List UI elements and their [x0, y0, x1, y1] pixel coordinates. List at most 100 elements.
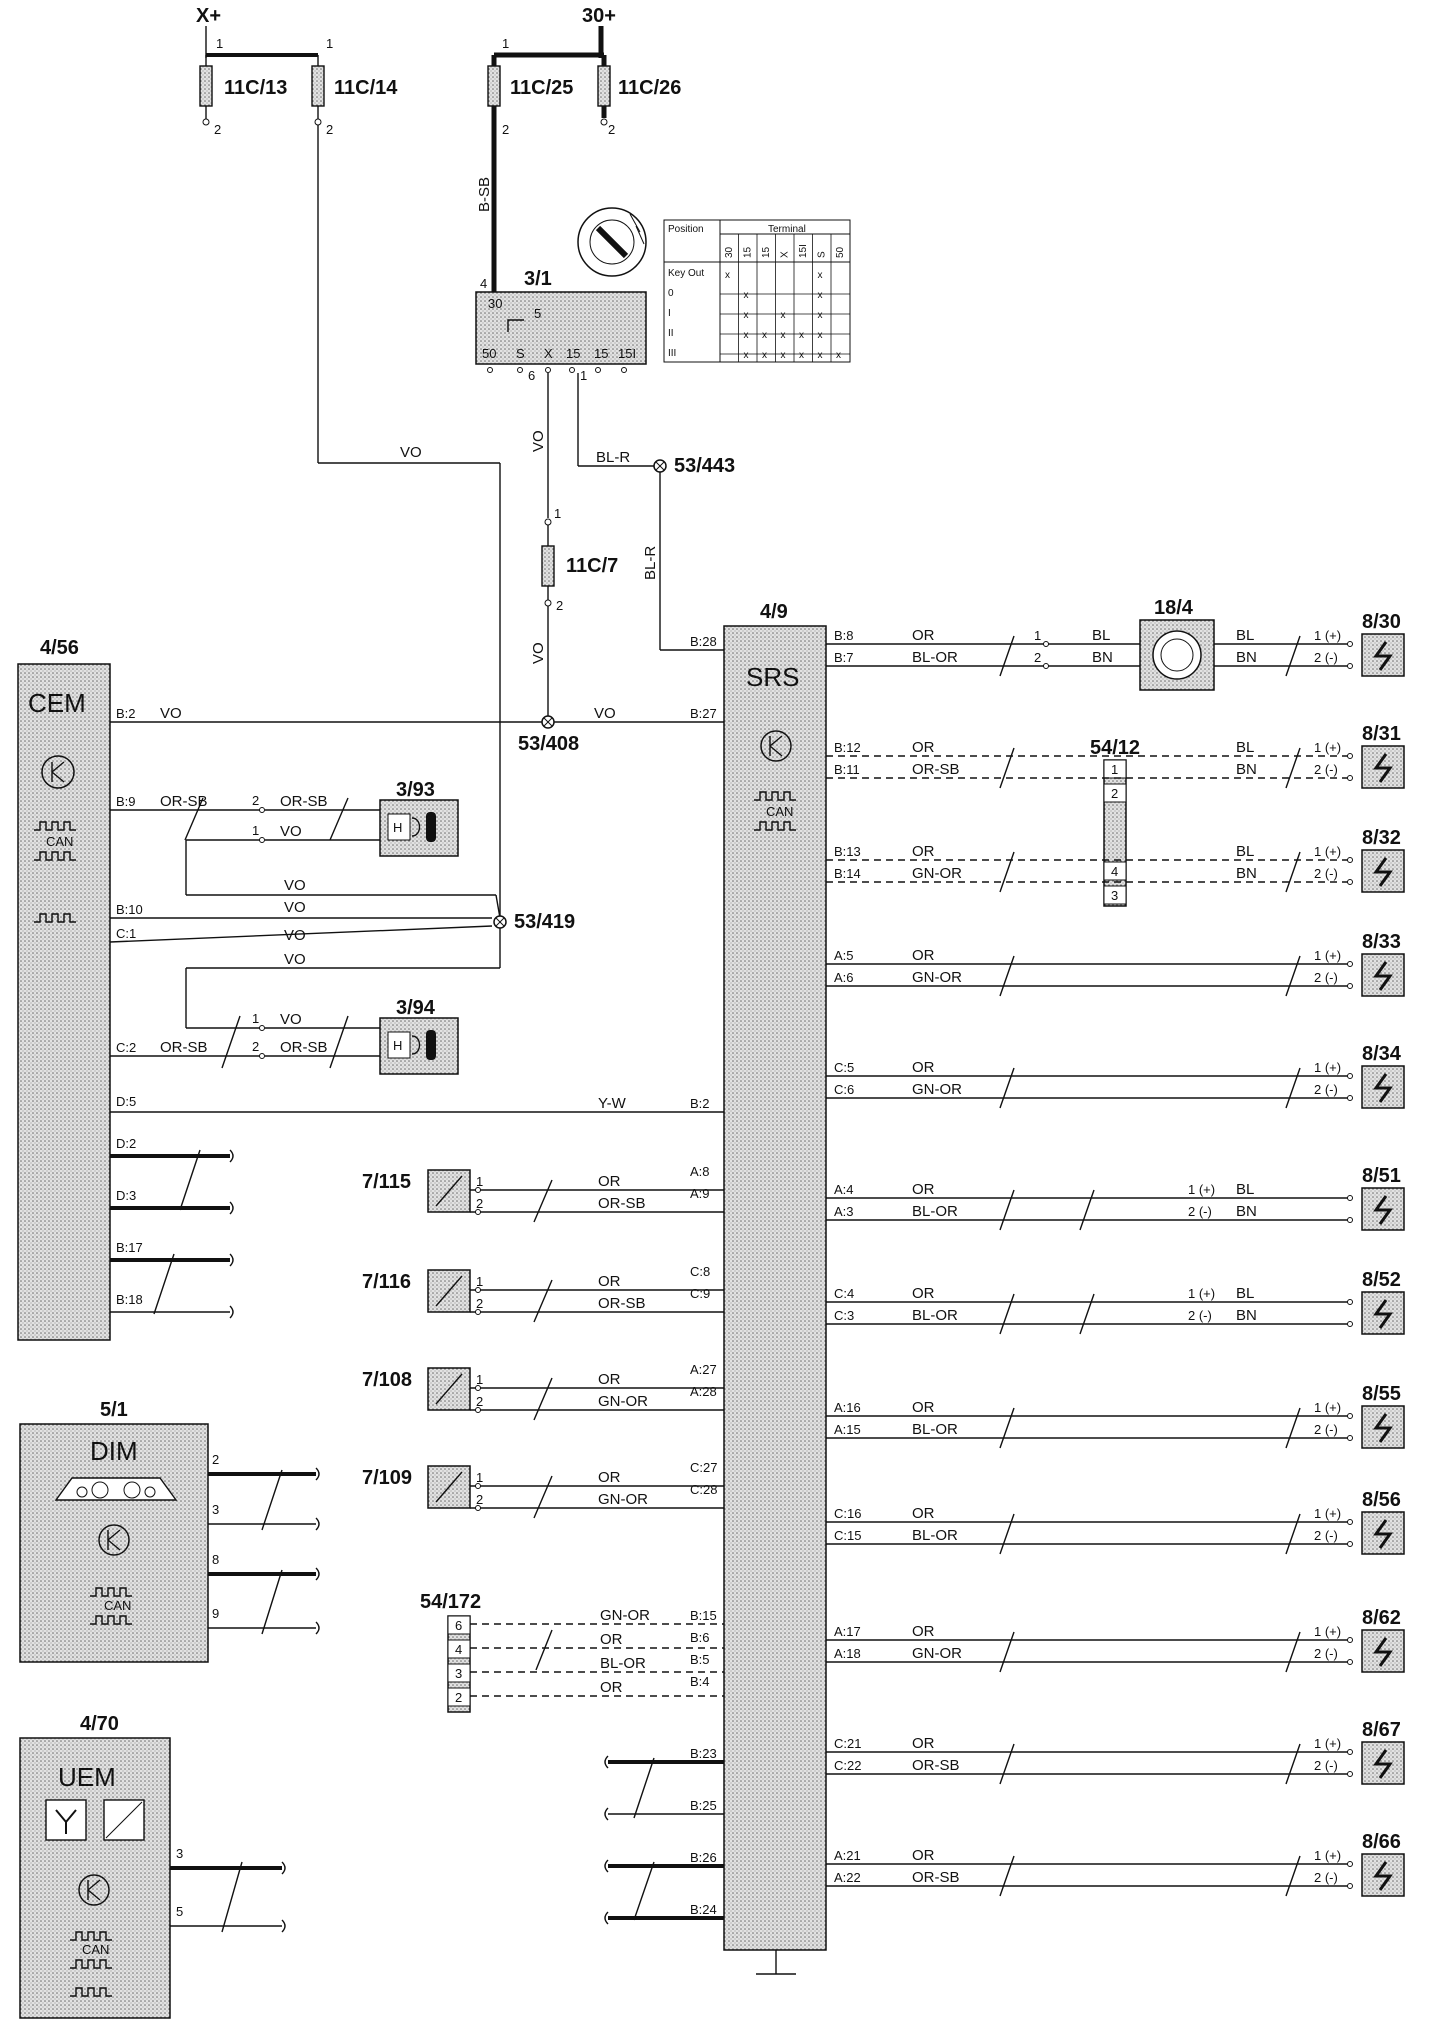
fuse-11c-13: 1 2 11C/13 — [199, 36, 287, 137]
pin-dot — [1347, 1861, 1353, 1867]
twisted-pair-mark — [1285, 747, 1301, 789]
wire-color-label: OR — [912, 947, 935, 964]
table-mark: x — [818, 270, 823, 281]
pin-label: B:10 — [116, 902, 143, 917]
pin-label: 3 — [176, 1846, 183, 1861]
igniter-icon — [1373, 1299, 1393, 1329]
table-column-label: S — [817, 251, 828, 258]
wire-color-label: BL-R — [596, 449, 630, 466]
fuse-11c-14: 1 2 11C/14 — [311, 36, 398, 137]
connector-pin: 4 — [455, 1642, 462, 1657]
fuse-pin: 1 — [326, 36, 333, 51]
wire-color-label: BL-OR — [912, 649, 958, 666]
ignition-terminal: 15 — [566, 346, 580, 361]
wire-color-label: GN-OR — [598, 1491, 648, 1508]
wire-color-label: OR — [598, 1273, 621, 1290]
srs-pin-label: A:6 — [834, 970, 854, 985]
pin-dot — [1347, 1749, 1353, 1755]
table-row-label: 0 — [668, 288, 674, 299]
splice-label: 53/443 — [674, 455, 735, 477]
srs-pin-label: A:9 — [690, 1186, 710, 1201]
wire-color-label: OR-SB — [280, 1039, 328, 1056]
sensor-pin: 1 — [476, 1174, 483, 1189]
pin-dot — [1347, 857, 1353, 863]
wire-color-label: VO — [284, 899, 306, 916]
connector-cell — [447, 1639, 471, 1659]
srs-pin-label: B:13 — [834, 844, 861, 859]
wire-color-label: VO — [160, 705, 182, 722]
pin-label: 2 — [1111, 786, 1118, 801]
pin-dot — [1347, 1413, 1353, 1419]
ignition-label: 3/1 — [524, 268, 552, 290]
sensor-pin: 2 — [476, 1296, 483, 1311]
wire-color-label: BL — [1236, 843, 1254, 860]
wire-color-label: OR — [598, 1371, 621, 1388]
srs-pin-label: B:5 — [690, 1652, 710, 1667]
twisted-pair-mark — [1285, 1743, 1301, 1785]
sensor-pin: 1 — [476, 1470, 483, 1485]
clockspring-pin: 2 — [1034, 650, 1041, 665]
wire-color-label: OR-SB — [280, 793, 328, 810]
fuse-pin: 2 — [326, 122, 333, 137]
wire-color-label: VO — [280, 1011, 302, 1028]
pin-label: B:18 — [116, 1292, 143, 1307]
pin-dot — [1347, 1195, 1353, 1201]
wire-color-label: VO — [280, 823, 302, 840]
srs-pin-label: A:22 — [834, 1870, 861, 1885]
heater-3-94: 3/94 H — [379, 997, 459, 1075]
cem-id: 4/56 — [40, 637, 79, 659]
pin-dot — [1347, 961, 1353, 967]
fuse-pin: 2 — [502, 122, 509, 137]
twisted-pair-mark — [1079, 1293, 1095, 1335]
igniter-icon — [1373, 961, 1393, 991]
wire-color-label: OR — [912, 627, 935, 644]
wire-color-label: VO — [284, 927, 306, 944]
igniter-icon — [1373, 1637, 1393, 1667]
connector-label: 54/12 — [1090, 737, 1140, 759]
igniter-pin-label: 1 (+) — [1314, 844, 1341, 859]
ignition-terminal: 30 — [488, 296, 502, 311]
connector-pin: 3 — [455, 1666, 462, 1681]
wire-color-label: GN-OR — [912, 1645, 962, 1662]
igniter-icon — [1373, 1195, 1393, 1225]
pin-label: 8 — [212, 1552, 219, 1567]
twisted-pair-mark — [999, 747, 1015, 789]
wire-color-label: BL-OR — [912, 1203, 958, 1220]
can-label: CAN — [104, 1598, 131, 1613]
srs-pin-label: A:8 — [690, 1164, 710, 1179]
table-mark: x — [744, 330, 749, 341]
srs-pin-label: C:22 — [834, 1758, 861, 1773]
wire-color-label: OR — [912, 1505, 935, 1522]
srs-pin-label: C:9 — [690, 1286, 710, 1301]
heater-3-93: 3/93 H — [379, 779, 459, 857]
igniter-box — [1361, 1741, 1405, 1785]
ignition-pin: 4 — [480, 276, 487, 291]
wire-color-label: BN — [1236, 865, 1257, 882]
srs-pin-label: B:15 — [690, 1608, 717, 1623]
wire-color-label: OR — [912, 1735, 935, 1752]
srs-can-wires — [604, 1755, 724, 1925]
sensor-label: 7/108 — [362, 1369, 412, 1391]
wire-color-label: BL-OR — [600, 1655, 646, 1672]
fuse-label: 11C/7 — [566, 555, 618, 577]
wire-color-label: OR — [912, 1847, 935, 1864]
igniter-pin-label: 2 (-) — [1314, 1082, 1338, 1097]
clockspring-18-4: 18/4 — [1139, 597, 1215, 691]
igniter-pin-label: 1 (+) — [1314, 1624, 1341, 1639]
igniter-pin-label: 1 (+) — [1314, 1060, 1341, 1075]
igniter-pin-label: 1 (+) — [1314, 740, 1341, 755]
wire-color-label: BL-OR — [912, 1527, 958, 1544]
supply-xplus: X+ — [196, 5, 221, 58]
pin-label: B:9 — [116, 794, 136, 809]
igniter-pin-label: 2 (-) — [1314, 1528, 1338, 1543]
srs-pin-label: B:24 — [690, 1902, 717, 1917]
sensor-pin-dot — [475, 1309, 481, 1315]
twisted-pair-mark — [533, 1279, 553, 1323]
igniter-icon — [1373, 857, 1393, 887]
heater-label: 3/94 — [396, 997, 436, 1019]
pin-label: B:2 — [116, 706, 136, 721]
twisted-pair-mark — [999, 1855, 1015, 1897]
table-position-header: Position — [668, 224, 704, 235]
